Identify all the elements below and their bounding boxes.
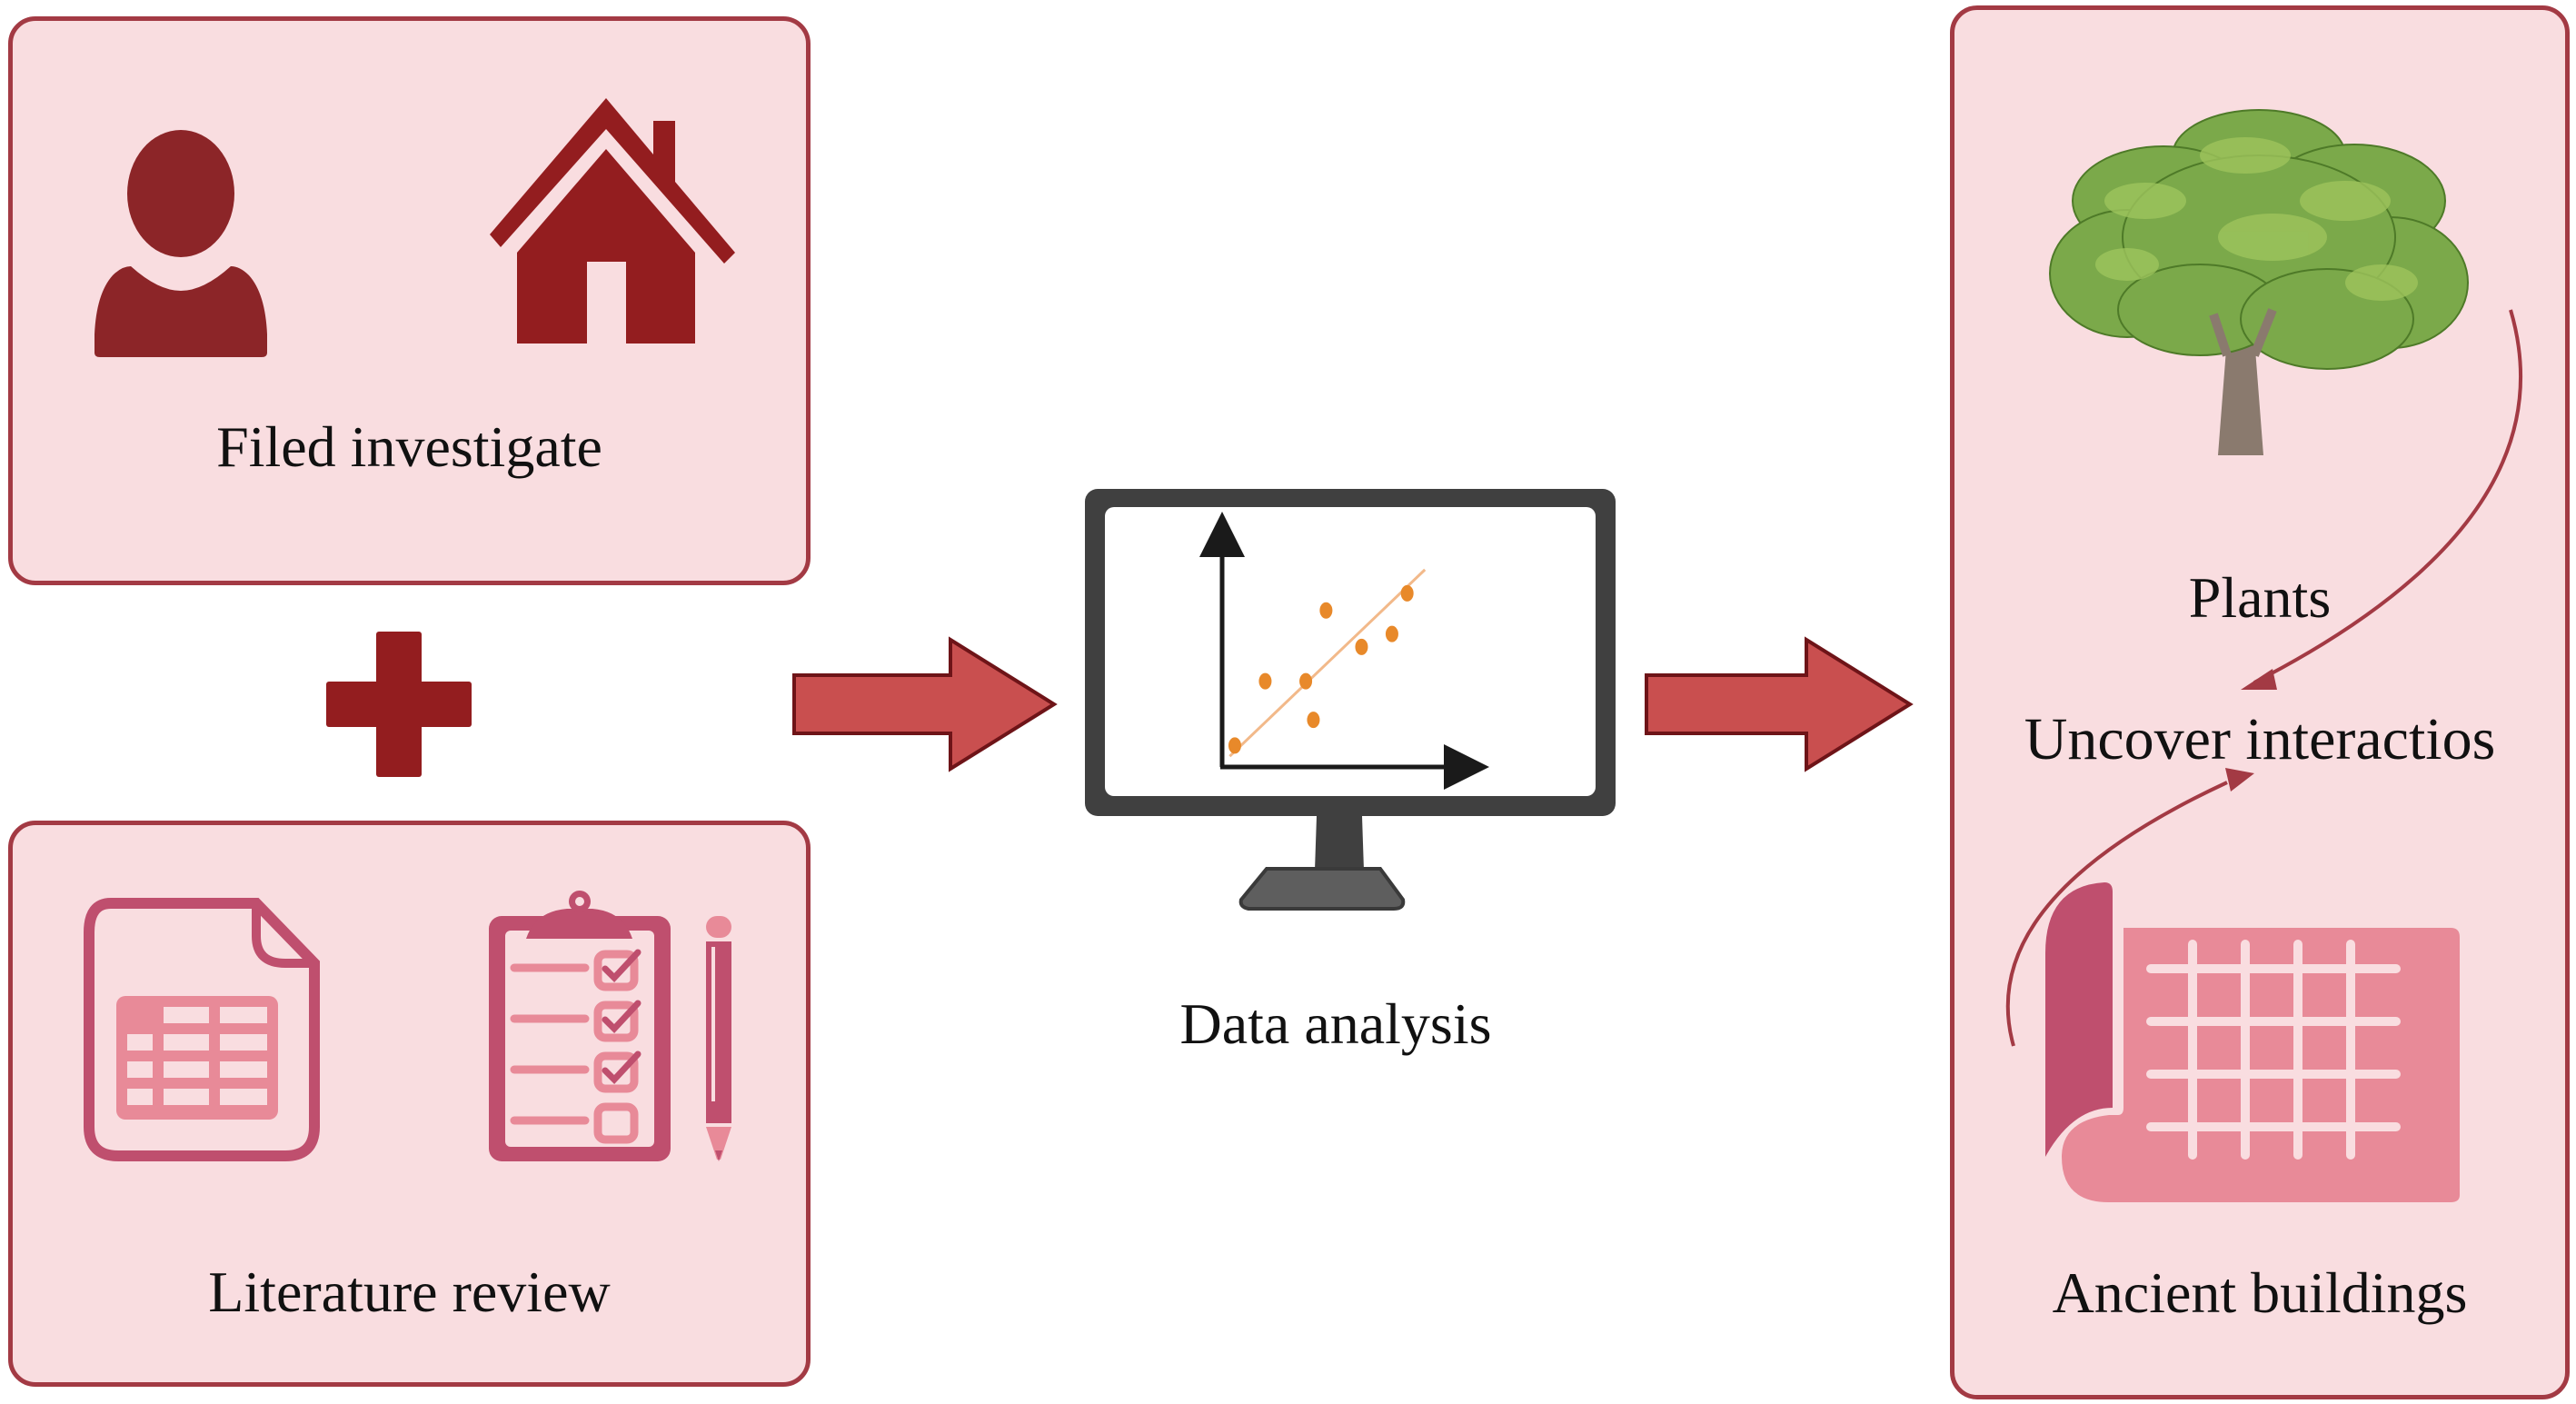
- person-icon: [94, 130, 267, 357]
- blueprint-icon: [2045, 882, 2460, 1202]
- curved-arrow-buildings-to-interactions: [2005, 768, 2254, 1047]
- plus-icon: [326, 632, 472, 777]
- pencil-icon: [706, 916, 731, 1161]
- scatter-point-1: [1228, 737, 1241, 754]
- house-icon: [490, 98, 735, 344]
- flow-arrow-to-analysis: [792, 636, 1058, 772]
- curved-arrow-plants-to-interactions: [2241, 309, 2523, 690]
- monitor-icon: [1085, 489, 1616, 911]
- scatter-point-6: [1355, 638, 1368, 655]
- uncover-interactions-label: Uncover interactios: [2024, 706, 2496, 772]
- scatter-chart: [1199, 512, 1489, 790]
- literature-review-panel: Literature review: [8, 821, 811, 1387]
- spreadsheet-document-icon: [84, 898, 320, 1161]
- scatter-point-5: [1319, 602, 1333, 619]
- tree-icon: [2049, 109, 2469, 455]
- scatter-point-4: [1307, 712, 1320, 729]
- scatter-point-2: [1258, 672, 1272, 690]
- data-analysis-label: Data analysis: [1179, 991, 1492, 1056]
- checklist-clipboard-icon: [489, 891, 671, 1161]
- trend-line: [1228, 568, 1427, 758]
- scatter-point-8: [1400, 584, 1414, 602]
- field-investigation-label: Filed investigate: [216, 414, 602, 479]
- flow-arrow-to-results: [1645, 636, 1914, 772]
- field-investigation-panel: Filed investigate: [8, 16, 811, 585]
- results-panel: Plants Uncover interactios Ancient build…: [1950, 5, 2570, 1399]
- scatter-point-7: [1385, 625, 1398, 642]
- literature-review-label: Literature review: [208, 1260, 611, 1324]
- scatter-point-3: [1299, 672, 1313, 690]
- ancient-buildings-label: Ancient buildings: [2052, 1260, 2468, 1325]
- data-analysis-monitor: [1085, 489, 1616, 916]
- plants-label: Plants: [2188, 565, 2332, 630]
